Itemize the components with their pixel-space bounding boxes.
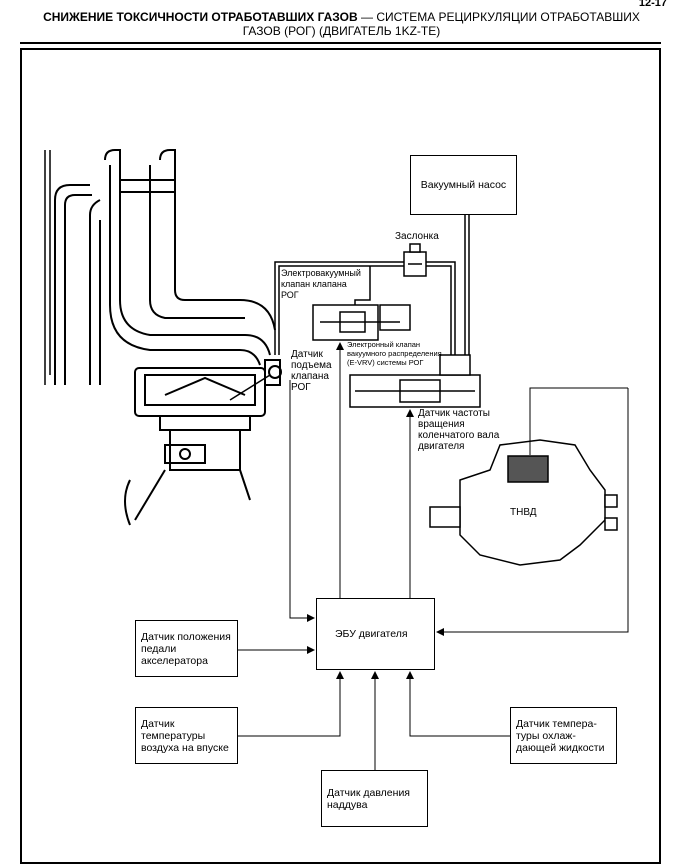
coolant-temp-sensor-label: Датчик темпера- туры охлаж- дающей жидко… <box>516 717 605 754</box>
boost-sensor-box: Датчик давления наддува <box>321 770 428 827</box>
coolant-temp-sensor-box: Датчик темпера- туры охлаж- дающей жидко… <box>510 707 617 764</box>
egr-vsv-icon <box>312 304 411 341</box>
vacuum-pump-label: Вакуумный насос <box>420 179 507 191</box>
vacuum-pump-box: Вакуумный насос <box>410 155 517 215</box>
crank-speed-sensor-label: Датчик частоты вращения коленчатого вала… <box>418 408 500 452</box>
header-title-bold: СНИЖЕНИЕ ТОКСИЧНОСТИ ОТРАБОТАВШИХ ГАЗОВ <box>43 10 358 24</box>
vacuum-lines <box>274 215 470 375</box>
damper-label: Заслонка <box>395 231 439 242</box>
ecu-box: ЭБУ двигателя <box>316 598 435 670</box>
pedal-sensor-label: Датчик положения педали акселератора <box>141 630 231 667</box>
header-title-rest: — СИСТЕМА РЕЦИРКУЛЯЦИИ ОТРАБОТАВШИХ <box>357 10 640 24</box>
intake-temp-sensor-box: Датчик температуры воздуха на впуске <box>135 707 238 764</box>
intake-temp-sensor-label: Датчик температуры воздуха на впуске <box>141 717 229 754</box>
ecu-label: ЭБУ двигателя <box>335 628 408 640</box>
header-title-line2: ГАЗОВ (РОГ) (ДВИГАТЕЛЬ 1KZ-TE) <box>242 24 441 38</box>
egr-vsv-label: Электровакуумный клапан клапана РОГ <box>281 268 361 300</box>
page-header: СНИЖЕНИЕ ТОКСИЧНОСТИ ОТРАБОТАВШИХ ГАЗОВ … <box>0 10 683 38</box>
damper-icon <box>403 243 427 277</box>
e-vrv-label: Электронный клапан вакуумного распределе… <box>347 340 442 367</box>
egr-lift-sensor-label: Датчик подъема клапана РОГ <box>291 349 332 393</box>
signal-lines <box>238 342 629 770</box>
page-number: 12-17 <box>638 0 667 9</box>
injection-pump-label: ТНВД <box>510 507 537 518</box>
engine-cutaway <box>44 149 282 526</box>
injection-pump-icon <box>429 439 618 566</box>
pedal-sensor-box: Датчик положения педали акселератора <box>135 620 238 677</box>
e-vrv-icon <box>349 354 481 408</box>
header-rule <box>20 42 661 44</box>
boost-sensor-label: Датчик давления наддува <box>327 786 410 811</box>
